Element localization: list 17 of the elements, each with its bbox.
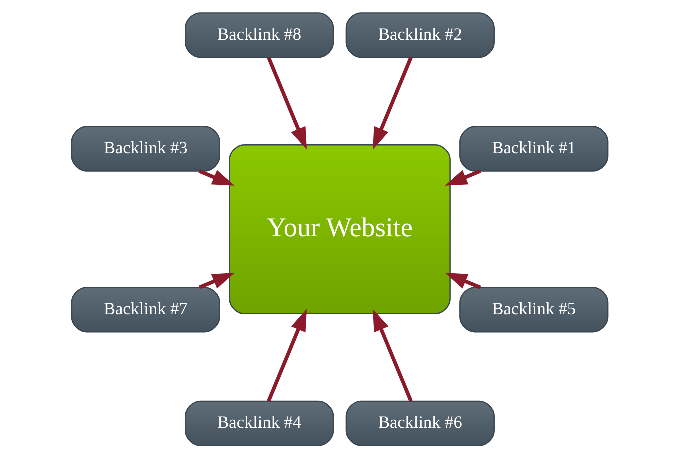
node-box: Backlink #2	[346, 12, 495, 58]
node-box: Backlink #4	[185, 400, 334, 446]
arrow	[372, 56, 413, 150]
arrow	[198, 170, 235, 186]
node-box: Backlink #6	[346, 400, 495, 446]
arrow	[445, 273, 482, 290]
node-box: Backlink #3	[71, 126, 220, 172]
node-box: Backlink #7	[71, 287, 220, 333]
node-box: Backlink #1	[460, 126, 609, 172]
node-box: Your Website	[229, 144, 451, 315]
node-box: Backlink #8	[185, 12, 334, 58]
arrow	[445, 170, 482, 186]
node-box: Backlink #5	[460, 287, 609, 333]
arrow	[198, 273, 235, 290]
arrow	[267, 309, 308, 402]
arrow	[267, 56, 308, 150]
arrow	[372, 309, 413, 402]
